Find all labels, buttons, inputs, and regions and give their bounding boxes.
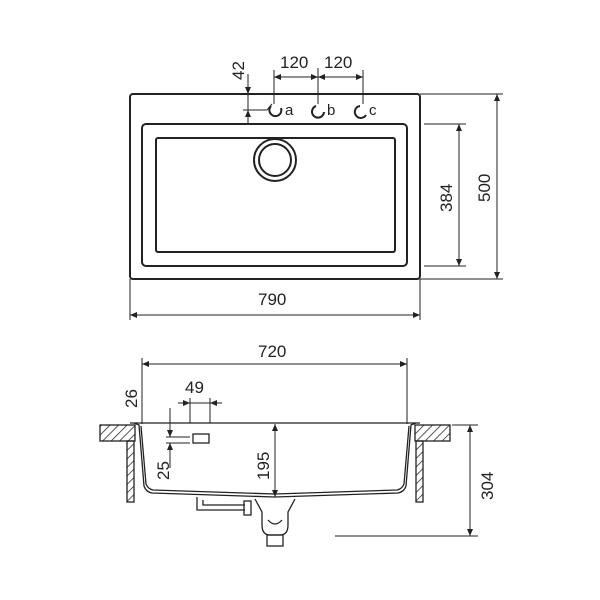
countertop-right — [414, 424, 451, 442]
tap-hole-c: c — [353, 102, 377, 119]
overflow-slot — [192, 433, 210, 444]
dim-total-depth: 500 — [475, 174, 494, 202]
dim-total-height: 304 — [478, 472, 497, 500]
dim-bowl-depth: 384 — [437, 184, 456, 212]
countertop-left — [99, 424, 136, 442]
cabinet-wall-left — [126, 440, 135, 503]
top-view: a b c 120 120 42 384 500 — [129, 53, 503, 320]
dim-cutout-width: 720 — [258, 342, 286, 361]
sink-outline — [129, 93, 421, 280]
drain-trap — [196, 497, 296, 547]
dim-total-width: 790 — [258, 290, 286, 309]
tap-hole-b: b — [311, 102, 335, 119]
cabinet-wall-right — [415, 440, 424, 503]
tap-hole-label-b: b — [327, 102, 335, 119]
side-view: 720 49 25 26 195 — [99, 342, 497, 547]
dim-overflow-height: 25 — [154, 461, 173, 480]
dim-tap-spacing-1: 120 — [280, 53, 308, 72]
drain-outer-icon — [253, 138, 297, 182]
tap-hole-a: a — [268, 102, 294, 119]
dim-bowl-height: 195 — [254, 452, 273, 480]
tap-hole-label-c: c — [369, 102, 377, 119]
tap-hole-label-a: a — [285, 102, 294, 119]
dim-tap-offset: 42 — [229, 61, 248, 80]
dim-tap-spacing-2: 120 — [324, 53, 352, 72]
dim-overflow-width: 49 — [185, 378, 204, 397]
drain-inner-icon — [258, 143, 292, 177]
dim-rim-height: 26 — [122, 389, 141, 408]
bowl-rim — [141, 123, 408, 267]
bowl-inner — [155, 137, 396, 253]
